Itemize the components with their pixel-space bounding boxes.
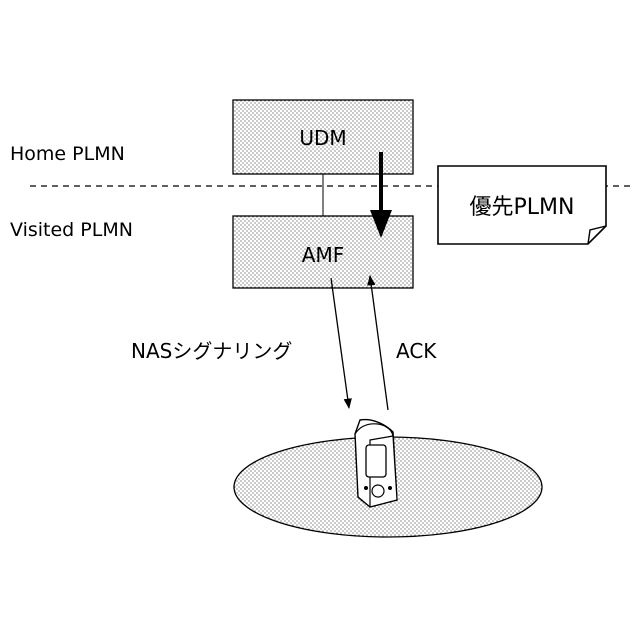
amf-node: AMF — [233, 216, 413, 288]
home-plmn-label: Home PLMN — [10, 143, 125, 165]
visited-plmn-label: Visited PLMN — [10, 219, 133, 241]
preferred-plmn-label: 優先PLMN — [470, 195, 575, 220]
udm-node: UDM — [233, 100, 413, 174]
nas-signaling-arrow — [331, 278, 349, 408]
mobile-phone-icon — [355, 420, 397, 507]
amf-label: AMF — [302, 243, 344, 267]
ack-arrow — [370, 276, 388, 410]
preferred-plmn-document: 優先PLMN — [438, 166, 606, 244]
ack-label: ACK — [396, 339, 437, 363]
udm-label: UDM — [299, 126, 346, 150]
nas-signaling-label: NASシグナリング — [131, 339, 292, 363]
